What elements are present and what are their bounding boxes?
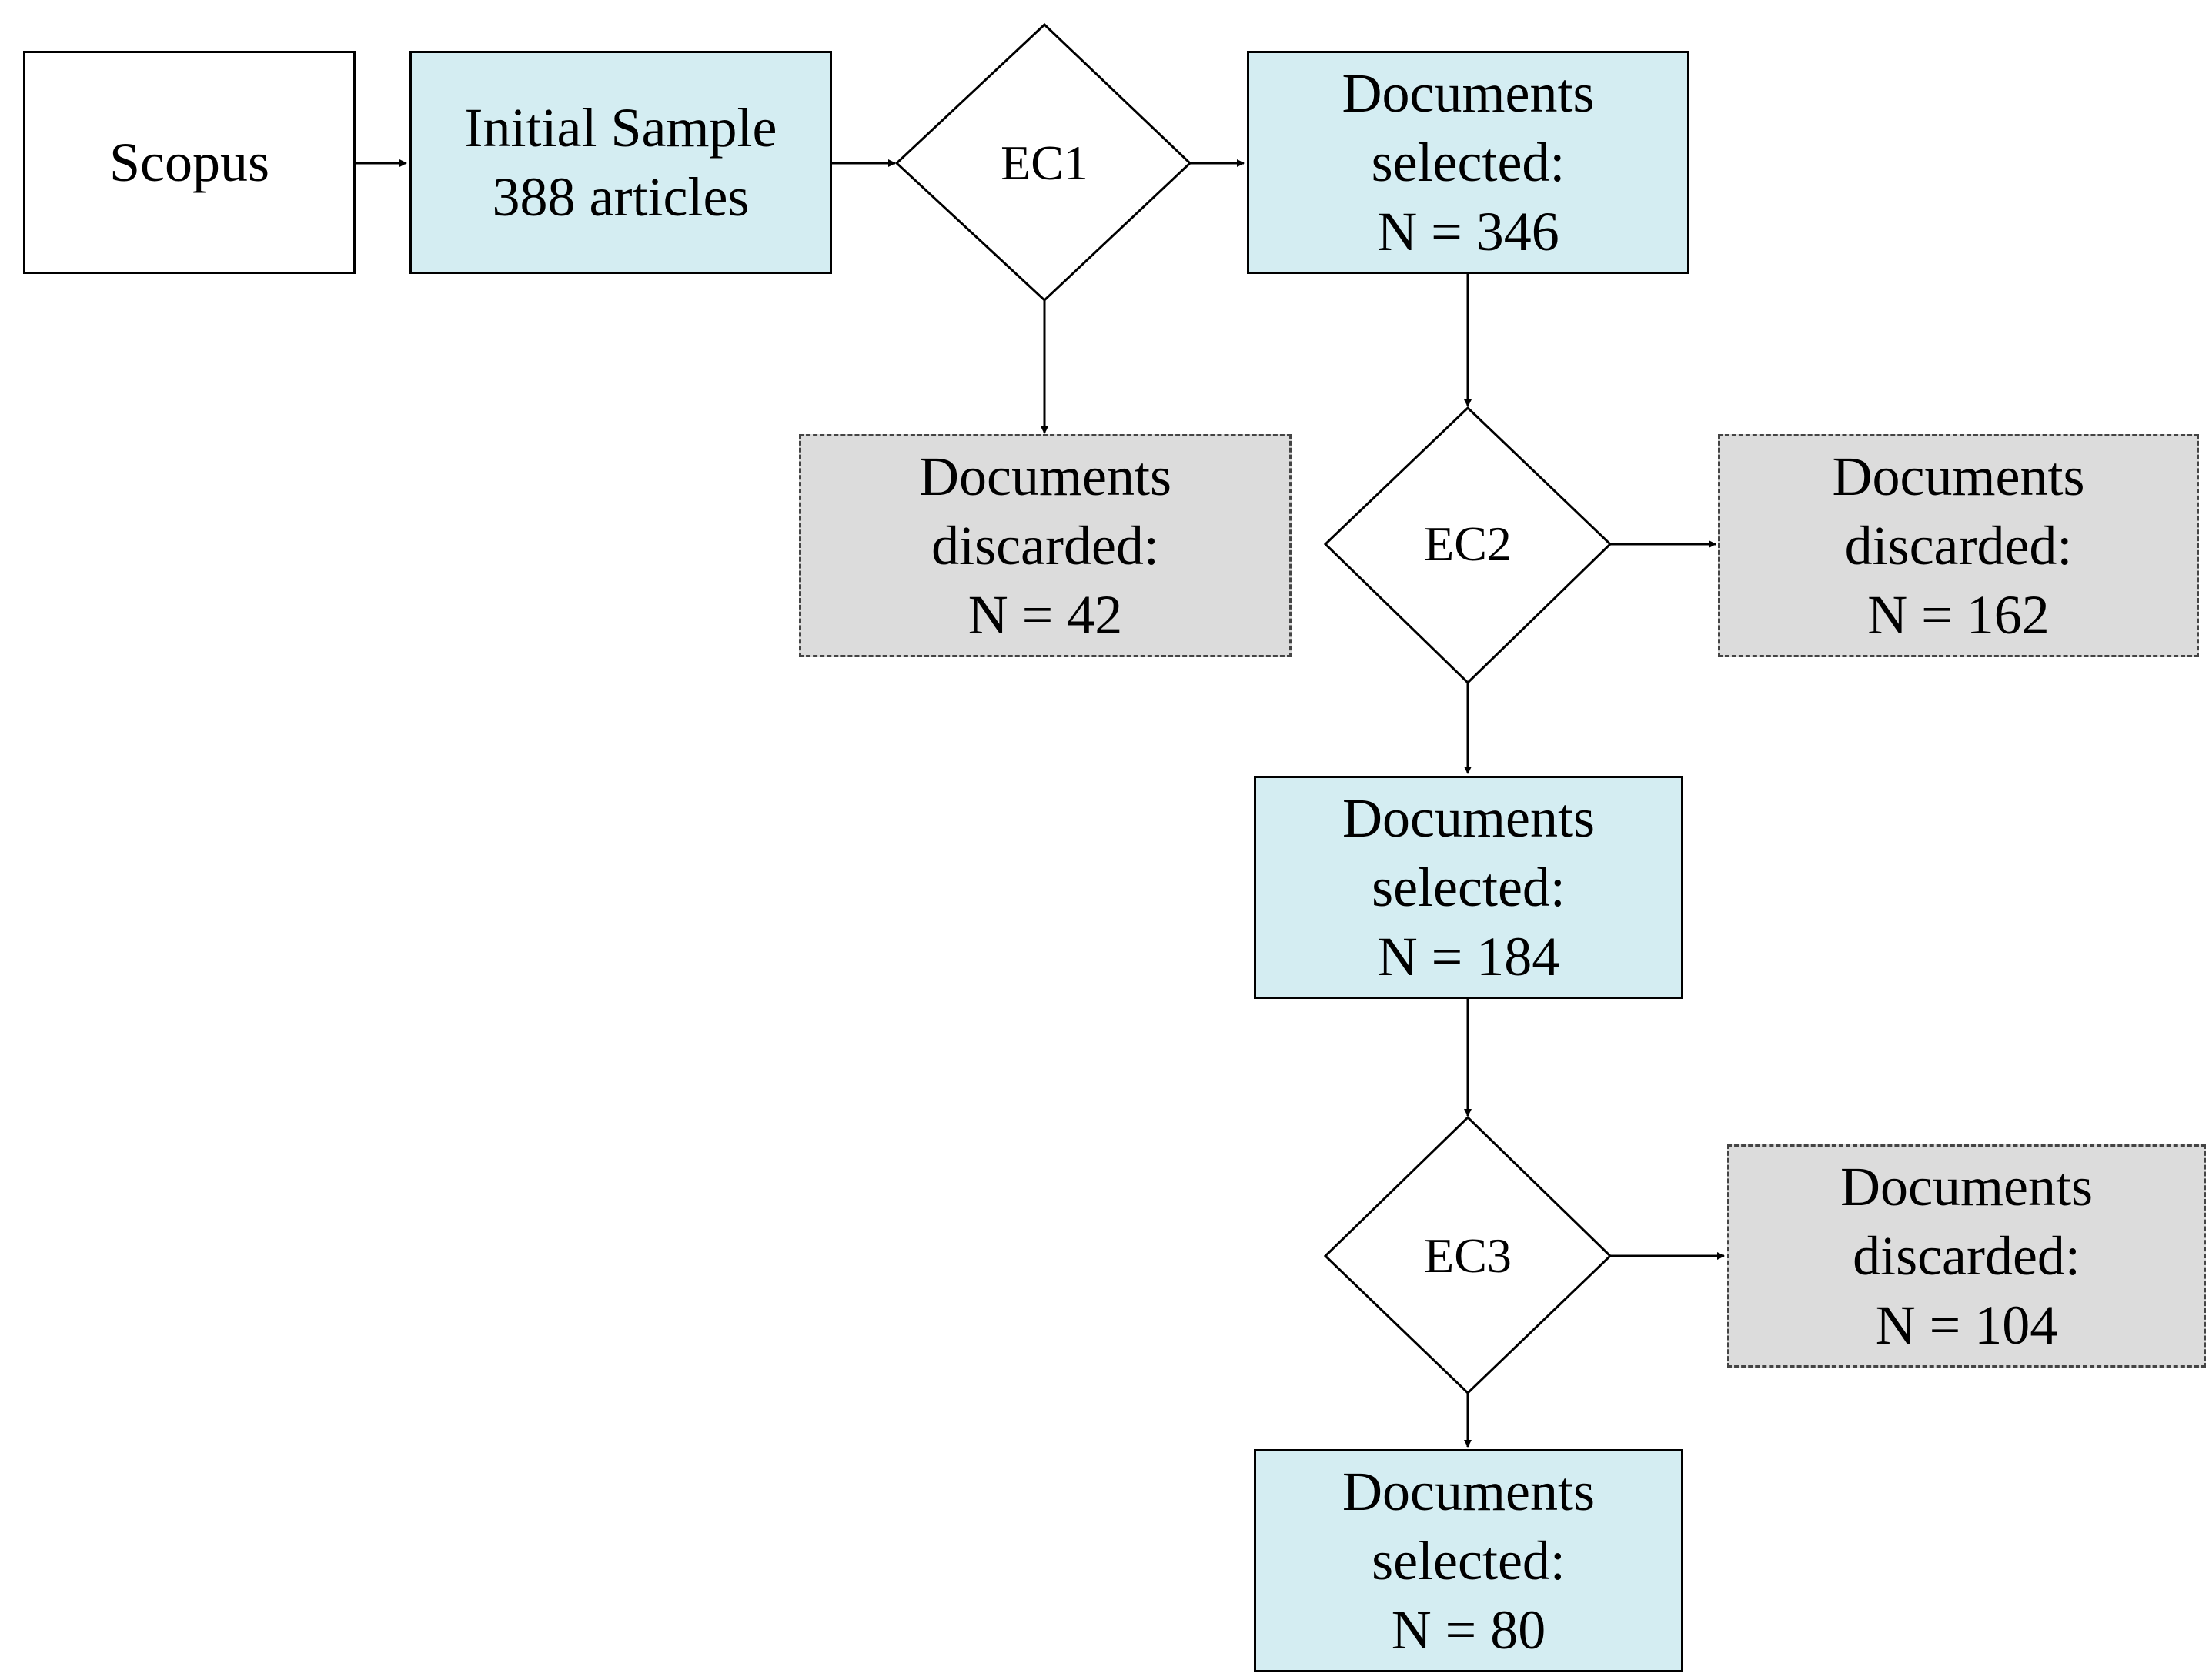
selected-1-line1: Documents bbox=[1342, 62, 1595, 124]
discarded-1-line1: Documents bbox=[919, 446, 1171, 507]
selected-3-line1: Documents bbox=[1342, 1461, 1595, 1522]
discarded-1-count: N = 42 bbox=[967, 584, 1123, 646]
discarded-2-count: N = 162 bbox=[1867, 584, 2050, 646]
discarded-3-count: N = 104 bbox=[1875, 1294, 2058, 1356]
scopus-box: Scopus bbox=[23, 51, 356, 274]
scopus-label: Scopus bbox=[109, 132, 270, 193]
ec1-label: EC1 bbox=[1001, 135, 1088, 190]
discarded-3-line2: discarded: bbox=[1853, 1225, 2080, 1287]
selected-3-count: N = 80 bbox=[1391, 1599, 1546, 1661]
discarded-3-line1: Documents bbox=[1840, 1156, 2093, 1217]
discarded-box-3: Documents discarded: N = 104 bbox=[1727, 1144, 2206, 1368]
selected-box-1: Documents selected: N = 346 bbox=[1247, 51, 1689, 274]
selected-2-line2: selected: bbox=[1372, 857, 1566, 918]
initial-sample-count: 388 articles bbox=[492, 166, 750, 228]
discarded-2-line2: discarded: bbox=[1844, 515, 2073, 576]
discarded-2-line1: Documents bbox=[1832, 446, 2085, 507]
selected-1-count: N = 346 bbox=[1377, 201, 1559, 262]
selected-3-line2: selected: bbox=[1372, 1530, 1566, 1591]
discarded-box-1: Documents discarded: N = 42 bbox=[799, 434, 1292, 657]
initial-sample-title: Initial Sample bbox=[464, 97, 777, 159]
discarded-1-line2: discarded: bbox=[931, 515, 1159, 576]
selected-1-line2: selected: bbox=[1371, 132, 1566, 193]
selected-2-line1: Documents bbox=[1342, 787, 1595, 849]
selected-2-count: N = 184 bbox=[1377, 926, 1560, 987]
ec2-label: EC2 bbox=[1424, 516, 1512, 571]
initial-sample-box: Initial Sample 388 articles bbox=[409, 51, 832, 274]
discarded-box-2: Documents discarded: N = 162 bbox=[1718, 434, 2199, 657]
ec3-label: EC3 bbox=[1424, 1228, 1512, 1283]
selected-box-2: Documents selected: N = 184 bbox=[1254, 776, 1683, 999]
selected-box-3: Documents selected: N = 80 bbox=[1254, 1449, 1683, 1672]
